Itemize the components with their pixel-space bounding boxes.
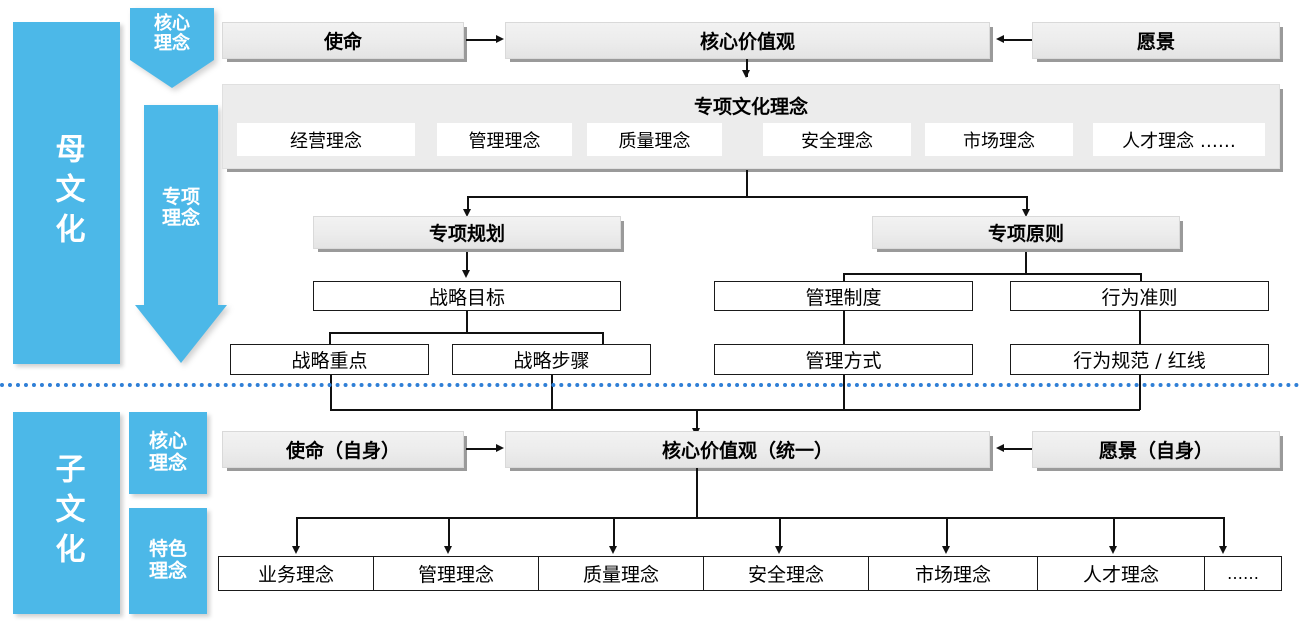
box-core-values-unified[interactable]: 核心价值观（统一） (505, 431, 990, 468)
connector-goal-bus (329, 332, 603, 334)
arrowhead (1109, 546, 1117, 554)
box-behavior-norms[interactable]: 行为规范 / 红线 (1010, 344, 1269, 375)
arrowhead (942, 546, 950, 554)
connector-vision-to-core (1004, 39, 1032, 41)
arrowhead (775, 546, 783, 554)
connector-goal-left (329, 332, 331, 344)
connector-principle-left (843, 273, 845, 282)
sub-culture-column: 子文化 (13, 412, 120, 614)
box-management-method[interactable]: 管理方式 (714, 344, 973, 375)
connector-goal-right (602, 332, 604, 344)
box-strategic-goal[interactable]: 战略目标 (313, 281, 621, 311)
band-label-line2: 理念 (148, 560, 187, 582)
band-core-concept-sub: 核心 理念 (129, 412, 207, 494)
connector-sub-leg (1223, 517, 1225, 550)
arrowhead (996, 35, 1004, 43)
arrowhead (444, 546, 452, 554)
connector-subcore-down (696, 468, 698, 518)
connector-sub-bus (296, 517, 1224, 519)
band-special-concept-parent: 专项 理念 (135, 105, 227, 363)
band-label-line1: 核心 (148, 430, 187, 453)
connector-sub-leg (613, 517, 615, 550)
connector-principle-bus (843, 273, 1141, 275)
band-label-line1: 特色 (148, 538, 187, 561)
box-sub-concept[interactable]: …… (1204, 556, 1282, 591)
band-label: 专项 理念 (161, 186, 200, 230)
connector-cross-4 (1139, 375, 1141, 410)
box-special-plan[interactable]: 专项规划 (313, 216, 621, 249)
box-behavior-code[interactable]: 行为准则 (1010, 281, 1269, 311)
box-sub-concept[interactable]: 市场理念 (868, 556, 1038, 591)
connector-behavior-down (1139, 311, 1141, 344)
box-vision[interactable]: 愿景 (1032, 22, 1280, 59)
connector-panel-down (746, 170, 748, 197)
box-core-values[interactable]: 核心价值观 (505, 22, 990, 59)
box-sub-concept[interactable]: 安全理念 (703, 556, 869, 591)
connector-goal-down (466, 311, 468, 333)
connector-merge-down (696, 409, 698, 431)
arrowhead (742, 70, 750, 78)
connector-core-to-panel (746, 59, 748, 77)
chip-concept[interactable]: 质量理念 (587, 123, 722, 156)
arrowhead (462, 270, 470, 278)
connector-sub-leg (296, 517, 298, 550)
connector-sub-leg (946, 517, 948, 550)
arrowhead (1219, 546, 1227, 554)
panel-special-culture-title: 专项文化理念 (693, 96, 808, 118)
arrowhead (609, 546, 617, 554)
band-label: 核心 理念 (154, 13, 190, 55)
chip-concept[interactable]: 市场理念 (925, 123, 1073, 156)
connector-sub-leg (1113, 517, 1115, 550)
parent-culture-column: 母文化 (13, 22, 120, 364)
connector-cross-3 (843, 375, 845, 410)
arrowhead (1022, 209, 1030, 217)
arrowhead (996, 444, 1004, 452)
connector-merge-bus (330, 409, 1140, 411)
connector-principle-right (1140, 273, 1142, 282)
chip-concept[interactable]: 管理理念 (437, 123, 572, 156)
box-mission[interactable]: 使命 (222, 22, 464, 59)
connector-cross-1 (330, 375, 332, 410)
connector-branch-bus (467, 196, 1027, 198)
arrowhead (496, 444, 504, 452)
box-special-principle[interactable]: 专项原则 (872, 216, 1180, 249)
box-sub-concept[interactable]: 人才理念 (1037, 556, 1205, 591)
connector-sub-leg (448, 517, 450, 550)
culture-separator (0, 383, 1300, 387)
box-mission-self[interactable]: 使命（自身） (222, 431, 464, 468)
band-label-line2: 理念 (148, 452, 187, 474)
box-strategic-focus[interactable]: 战略重点 (230, 344, 429, 375)
band-core-concept-parent: 核心 理念 (130, 8, 214, 88)
box-management-system[interactable]: 管理制度 (714, 281, 973, 311)
arrowhead (292, 546, 300, 554)
box-vision-self[interactable]: 愿景（自身） (1032, 431, 1280, 468)
connector-cross-2 (551, 375, 553, 410)
chip-concept[interactable]: 人才理念 …… (1093, 123, 1265, 156)
chip-concept[interactable]: 安全理念 (763, 123, 911, 156)
band-featured-concept-sub: 特色 理念 (129, 508, 207, 614)
arrowhead (463, 209, 471, 217)
box-sub-concept[interactable]: 质量理念 (538, 556, 704, 591)
chip-concept[interactable]: 经营理念 (237, 123, 415, 156)
box-strategic-steps[interactable]: 战略步骤 (452, 344, 651, 375)
connector-mgmt-down (843, 311, 845, 344)
connector-plan-down (466, 252, 468, 273)
connector-branch-left (467, 196, 469, 213)
connector-vision-self-to-core (1004, 448, 1032, 450)
box-sub-concept[interactable]: 业务理念 (218, 556, 374, 591)
connector-principle-down (1025, 252, 1027, 274)
connector-branch-right (1026, 196, 1028, 213)
connector-sub-leg (779, 517, 781, 550)
connector-mission-to-core (466, 39, 496, 41)
connector-mission-self-to-core (466, 448, 496, 450)
box-sub-concept[interactable]: 管理理念 (373, 556, 539, 591)
arrowhead (496, 35, 504, 43)
